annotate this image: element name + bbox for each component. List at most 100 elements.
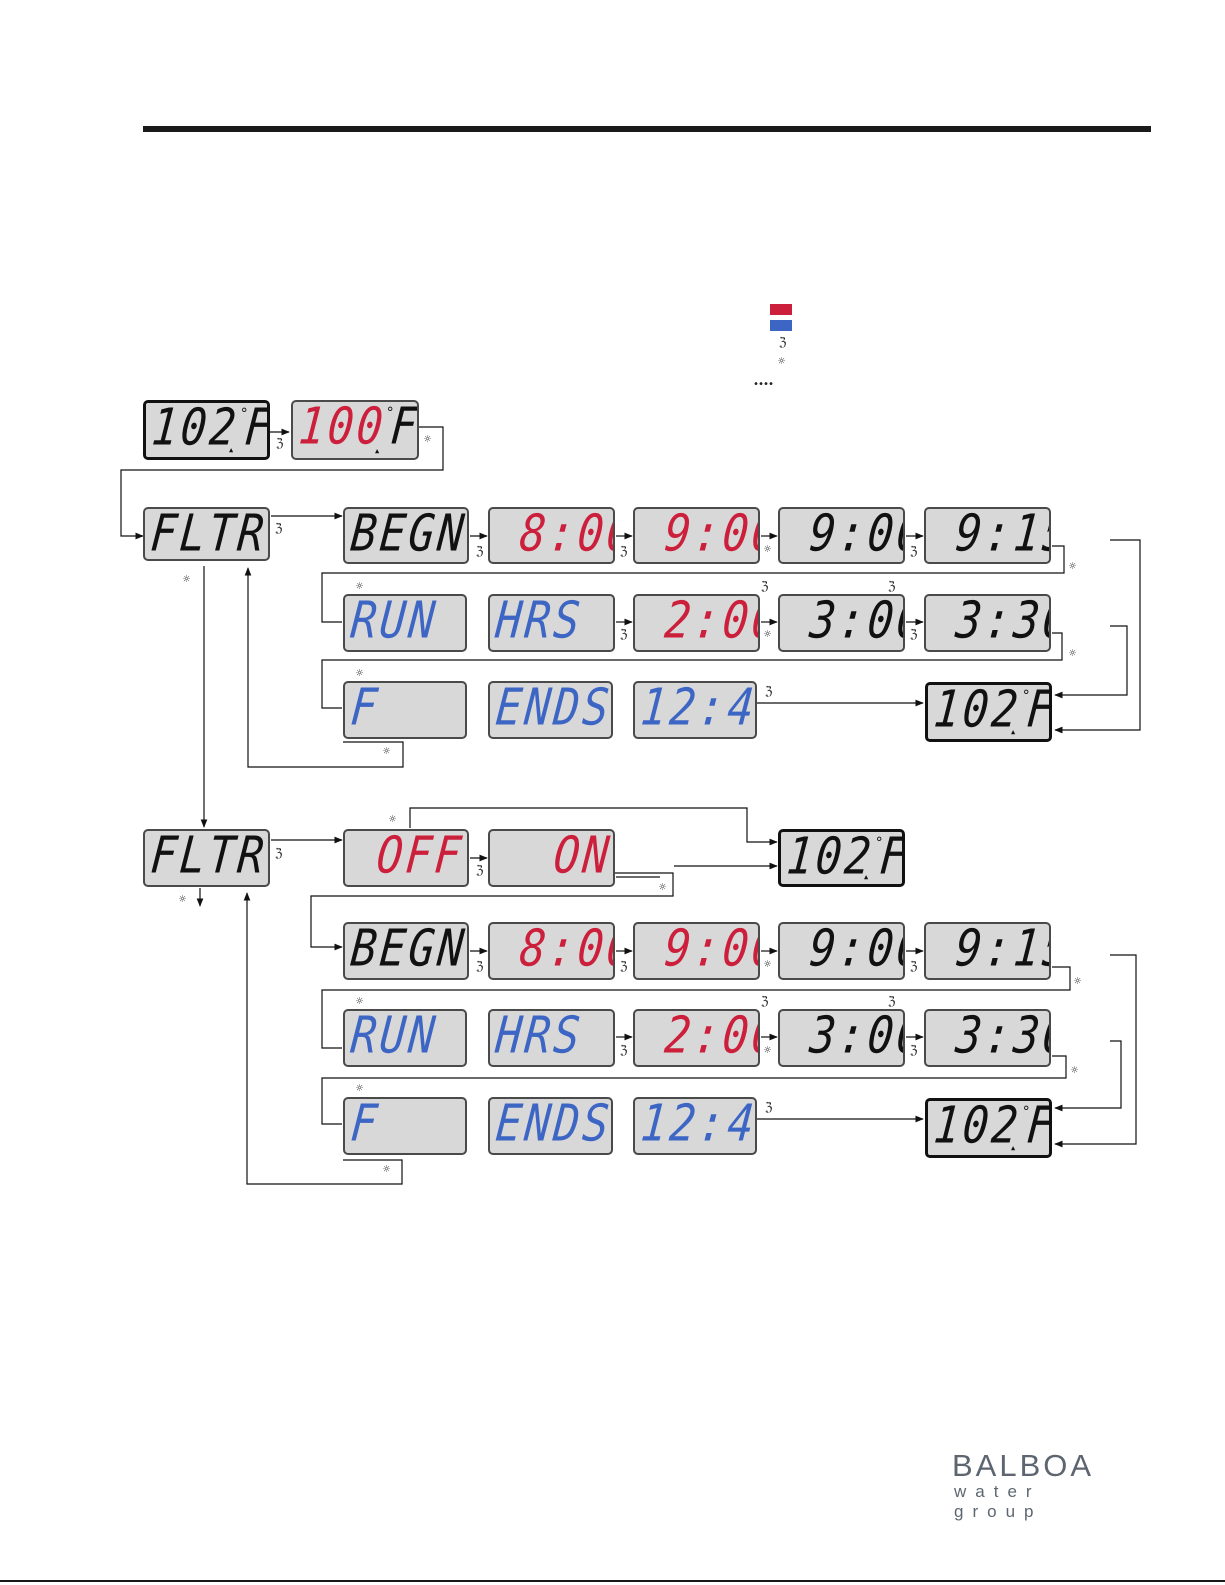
filter2-off-label: OFF bbox=[374, 829, 467, 886]
lcd-filter1-run-3: 3:30 bbox=[924, 594, 1051, 652]
lcd-filter1-begin-2: 9:00 bbox=[633, 507, 760, 564]
filter1-run-time-2: 3:00 bbox=[807, 594, 905, 651]
filter2-off-home-unit: F bbox=[877, 829, 905, 887]
filter1-begin-time-2: 9:00 bbox=[662, 507, 760, 564]
filter2-on-label: ON bbox=[551, 829, 615, 886]
lcd-filter2-run-1: 2:00 bbox=[633, 1009, 760, 1067]
filter1-run-time-3: 3:30 bbox=[953, 594, 1051, 651]
button-icon: ℨ bbox=[910, 544, 918, 558]
light-icon: ☼ bbox=[183, 572, 191, 586]
filter2-home-unit: F bbox=[1024, 1098, 1052, 1156]
filter1-menu-label: FLTR bbox=[148, 507, 270, 561]
button-icon: ℨ bbox=[761, 994, 769, 1008]
legend-button-icon: ℨ bbox=[779, 335, 787, 349]
lcd-filter1-begin-3: 9:00 bbox=[778, 507, 905, 564]
lcd-filter1-run-2: 3:00 bbox=[778, 594, 905, 652]
light-icon: ☼ bbox=[764, 542, 772, 556]
button-icon: ℨ bbox=[620, 1043, 628, 1057]
light-icon: ☼ bbox=[179, 892, 187, 906]
filter2-run-time-1: 2:00 bbox=[662, 1009, 760, 1066]
button-icon: ℨ bbox=[888, 994, 896, 1008]
lcd-filter2-off: OFF bbox=[343, 829, 469, 887]
button-icon: ℨ bbox=[275, 521, 283, 535]
lcd-current-temp: 102 ° F ▲ bbox=[143, 400, 270, 460]
light-icon: ☼ bbox=[383, 1162, 391, 1176]
light-icon: ☼ bbox=[659, 880, 667, 894]
light-icon: ☼ bbox=[1071, 1063, 1079, 1077]
lcd-filter1-run-label: RUN bbox=[343, 594, 467, 652]
lcd-filter2-begin-3: 9:00 bbox=[778, 922, 905, 980]
lcd-filter2-run-label: RUN bbox=[343, 1009, 467, 1067]
filter2-hours-label: HRS bbox=[493, 1009, 586, 1066]
balboa-logo: BALBOA water group bbox=[952, 1448, 1142, 1521]
filter1-begin-time-4: 9:15 bbox=[953, 507, 1051, 564]
filter1-begin-time-1: 8:00 bbox=[517, 507, 615, 564]
lcd-filter2-run-3: 3:30 bbox=[924, 1009, 1051, 1067]
lcd-filter2-run-2: 3:00 bbox=[778, 1009, 905, 1067]
lcd-filter2-begin-1: 8:00 bbox=[488, 922, 615, 980]
light-icon: ☼ bbox=[1069, 646, 1077, 660]
light-icon: ☼ bbox=[383, 744, 391, 758]
light-icon: ☼ bbox=[424, 432, 432, 446]
lcd-filter2-off-home: 102 ° F ▲ bbox=[778, 829, 905, 887]
lcd-filter1-menu: FLTR bbox=[143, 507, 270, 561]
light-icon: ☼ bbox=[356, 579, 364, 593]
lcd-filter2-home: 102 ° F ▲ bbox=[925, 1098, 1052, 1158]
logo-wordmark: BALBOA bbox=[952, 1448, 1095, 1483]
lcd-filter2-cycle: F 2 bbox=[343, 1097, 467, 1155]
light-icon: ☼ bbox=[1069, 559, 1077, 573]
filter1-run-label: RUN bbox=[348, 594, 441, 651]
button-icon: ℨ bbox=[888, 579, 896, 593]
set-temp-unit: F bbox=[388, 400, 419, 457]
filter2-begin-time-4: 9:15 bbox=[953, 922, 1051, 979]
legend-blue-swatch bbox=[770, 320, 792, 331]
lcd-filter1-hours-label: HRS bbox=[488, 594, 615, 652]
light-icon: ☼ bbox=[764, 627, 772, 641]
button-icon: ℨ bbox=[910, 627, 918, 641]
header-rule bbox=[143, 126, 1151, 132]
light-icon: ☼ bbox=[356, 994, 364, 1008]
lcd-filter2-menu: FLTR bbox=[143, 829, 270, 887]
light-icon: ☼ bbox=[1074, 974, 1082, 988]
button-icon: ℨ bbox=[620, 627, 628, 641]
filter2-ends-label: ENDS bbox=[493, 1097, 613, 1154]
filter1-run-time-1: 2:00 bbox=[662, 594, 760, 651]
button-icon: ℨ bbox=[476, 959, 484, 973]
button-icon: ℨ bbox=[765, 684, 773, 698]
lcd-filter1-ends-label: ENDS bbox=[488, 681, 613, 739]
filter2-menu-label: FLTR bbox=[148, 829, 270, 886]
lcd-filter2-hours-label: HRS bbox=[488, 1009, 615, 1067]
light-icon: ☼ bbox=[389, 812, 397, 826]
lcd-filter1-cycle: F 1 bbox=[343, 681, 467, 739]
lcd-filter1-run-1: 2:00 bbox=[633, 594, 760, 652]
legend-light-icon: ☼ bbox=[778, 354, 786, 368]
filter2-begin-time-1: 8:00 bbox=[517, 922, 615, 979]
button-icon: ℨ bbox=[476, 863, 484, 877]
button-icon: ℨ bbox=[761, 579, 769, 593]
lcd-set-temp: 100 ° F ▲ bbox=[291, 400, 419, 460]
button-icon: ℨ bbox=[910, 1043, 918, 1057]
filter2-run-time-2: 3:00 bbox=[807, 1009, 905, 1066]
lcd-filter2-ends-label: ENDS bbox=[488, 1097, 613, 1155]
filter2-begin-time-2: 9:00 bbox=[662, 922, 760, 979]
lcd-filter1-end-time: 12:45 bbox=[633, 681, 757, 739]
filter1-begin-time-3: 9:00 bbox=[807, 507, 905, 564]
light-icon: ☼ bbox=[764, 957, 772, 971]
logo-tagline: water group bbox=[954, 1482, 1043, 1521]
filter2-begin-label: BEGN bbox=[348, 922, 469, 979]
filter2-end-time: 12:45 bbox=[638, 1097, 757, 1154]
button-icon: ℨ bbox=[910, 959, 918, 973]
legend-red-swatch bbox=[770, 304, 792, 315]
lcd-filter2-on: ON bbox=[488, 829, 615, 887]
filter2-run-time-3: 3:30 bbox=[953, 1009, 1051, 1066]
filter2-begin-time-3: 9:00 bbox=[807, 922, 905, 979]
filter2-cycle-label: F 2 bbox=[348, 1097, 467, 1154]
button-icon: ℨ bbox=[620, 544, 628, 558]
lcd-filter1-begin-1: 8:00 bbox=[488, 507, 615, 564]
light-icon: ☼ bbox=[356, 666, 364, 680]
filter1-hours-label: HRS bbox=[493, 594, 586, 651]
lcd-filter2-begin-2: 9:00 bbox=[633, 922, 760, 980]
lcd-filter2-begin-4: 9:15 bbox=[924, 922, 1051, 980]
filter1-begin-label: BEGN bbox=[348, 507, 469, 564]
